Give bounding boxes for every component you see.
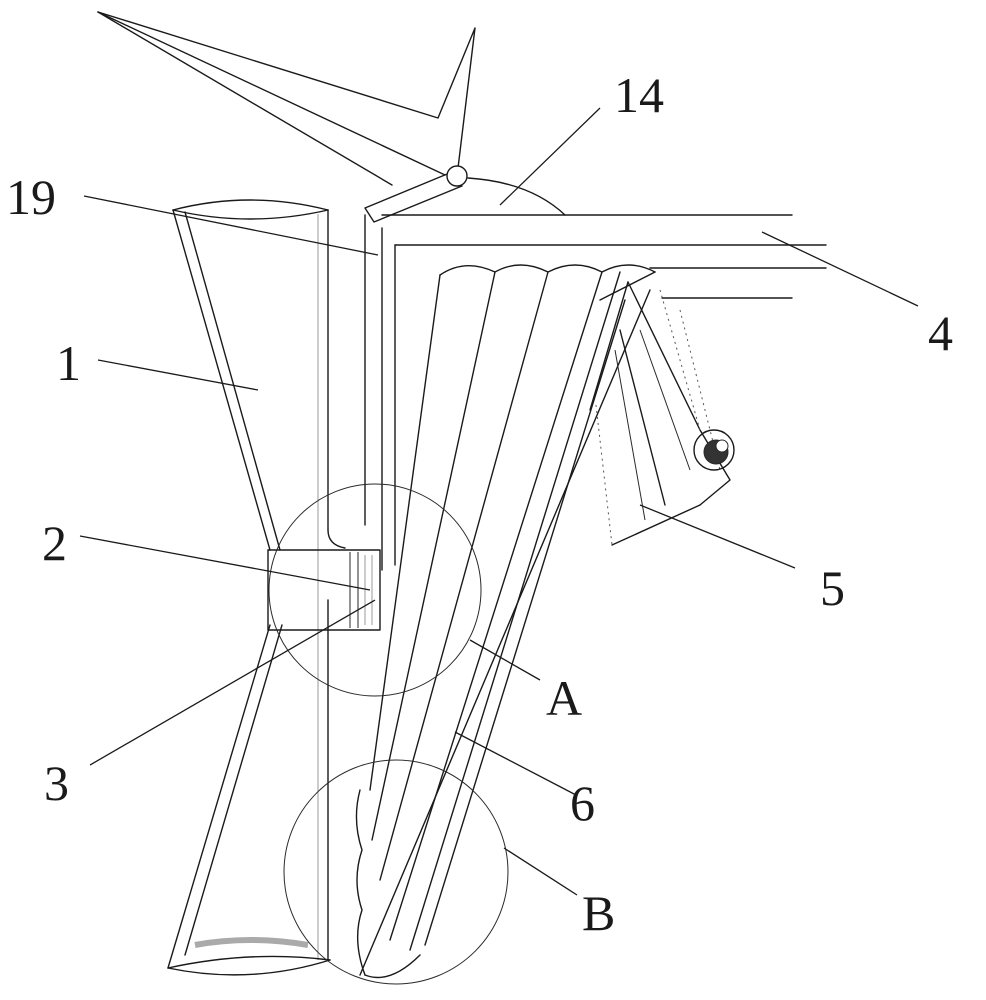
horizontal-bar <box>364 214 827 571</box>
pivot-joint <box>446 165 468 187</box>
label-19: 19 <box>6 169 56 225</box>
blade-assembly <box>97 11 566 223</box>
label-B: B <box>582 885 615 941</box>
rod-fan <box>355 264 656 979</box>
label-2: 2 <box>42 515 67 571</box>
label-4: 4 <box>928 305 953 361</box>
arc-cover <box>467 177 566 216</box>
label-6: 6 <box>570 775 595 831</box>
label-14: 14 <box>614 67 664 123</box>
detail-circle-a <box>268 483 482 697</box>
label-1: 1 <box>56 335 81 391</box>
reference-labels: 14 19 4 1 2 5 3 A 6 B <box>6 67 953 941</box>
label-A: A <box>546 670 582 726</box>
hanging-panels <box>589 281 735 546</box>
leader-lines <box>79 107 919 896</box>
connector <box>267 529 381 631</box>
label-3: 3 <box>44 755 69 811</box>
round-fitting <box>693 429 735 471</box>
detail-circle-b <box>283 759 509 985</box>
conical-body <box>167 199 331 976</box>
label-5: 5 <box>820 560 845 616</box>
